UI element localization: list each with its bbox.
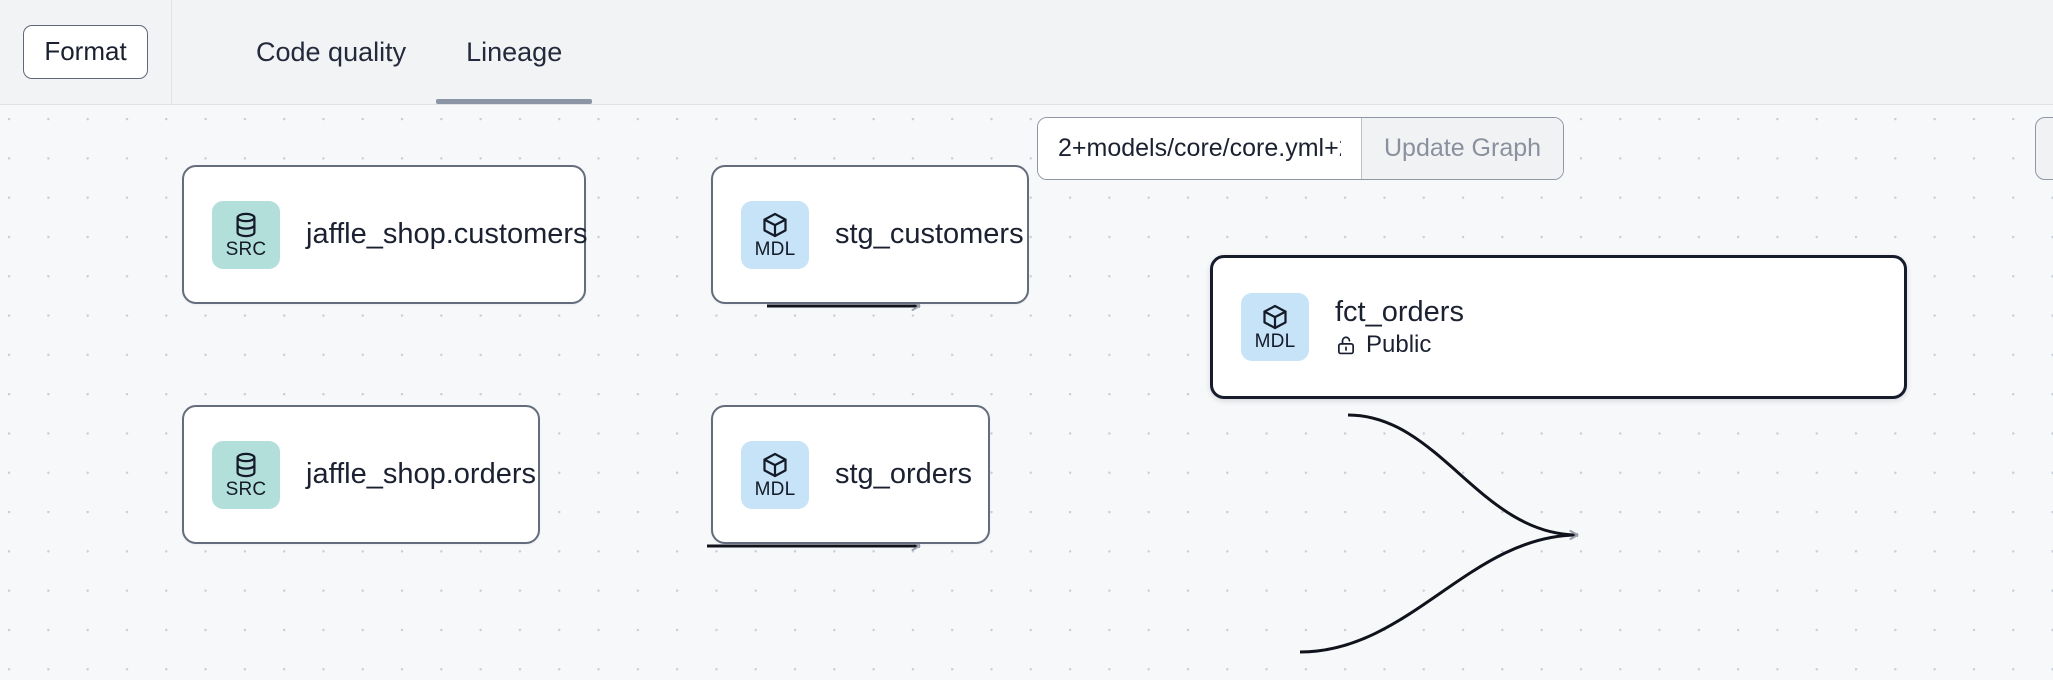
unlock-icon [1337,336,1355,355]
tab-lineage[interactable]: Lineage [436,0,593,104]
model-badge-label: MDL [754,478,796,500]
node-access-meta: Public [1335,330,1464,358]
lineage-node-jaffle-shop-orders[interactable]: SRC jaffle_shop.orders [182,405,540,544]
node-title: jaffle_shop.orders [306,457,537,490]
cube-icon [763,212,787,237]
lineage-node-jaffle-shop-customers[interactable]: SRC jaffle_shop.customers [182,165,588,304]
source-badge: SRC [212,200,280,269]
graph-overflow-control[interactable] [2035,117,2053,180]
model-badge: MDL [741,200,809,269]
model-badge-label: MDL [1254,331,1296,352]
lineage-node-fct-orders[interactable]: MDL fct_orders Public [1210,255,1907,399]
edge-stg-orders-to-fct-orders [1299,530,1579,654]
model-badge-label: MDL [754,238,796,260]
source-badge-label: SRC [225,478,267,500]
database-icon [236,212,256,237]
tab-code-quality-label: Code quality [256,36,407,67]
edge-stg-customers-to-fct-orders [1347,413,1579,540]
node-access-label: Public [1366,330,1432,358]
source-badge: SRC [212,440,280,509]
format-button-zone: Format [0,0,172,104]
node-title: jaffle_shop.customers [306,217,588,250]
lineage-node-stg-customers[interactable]: MDL stg_customers [711,165,1029,304]
graph-selector-toolbar: Update Graph [1037,117,1565,180]
node-body: fct_orders Public [1335,296,1464,359]
node-title: stg_customers [835,217,1024,250]
lineage-canvas[interactable]: SRC jaffle_shop.customers MDL stg_custom… [0,105,2053,680]
graph-selector-input[interactable] [1038,118,1361,179]
cube-icon [1263,304,1287,330]
tab-code-quality[interactable]: Code quality [226,0,436,104]
cube-icon [763,452,787,477]
tab-bar: Code quality Lineage [172,0,593,104]
node-title: stg_orders [835,457,973,490]
source-badge-label: SRC [225,238,267,260]
model-badge: MDL [1241,293,1309,361]
format-button[interactable]: Format [23,25,148,79]
node-body: stg_orders [835,458,972,491]
tab-lineage-label: Lineage [466,36,563,67]
node-body: stg_customers [835,218,1024,251]
node-title: fct_orders [1335,295,1464,328]
database-icon [236,452,256,477]
top-toolbar: Format Code quality Lineage [0,0,2053,105]
node-body: jaffle_shop.customers [306,218,588,251]
lineage-node-stg-orders[interactable]: MDL stg_orders [711,405,990,544]
node-body: jaffle_shop.orders [306,458,536,491]
update-graph-button[interactable]: Update Graph [1361,118,1564,179]
model-badge: MDL [741,440,809,509]
